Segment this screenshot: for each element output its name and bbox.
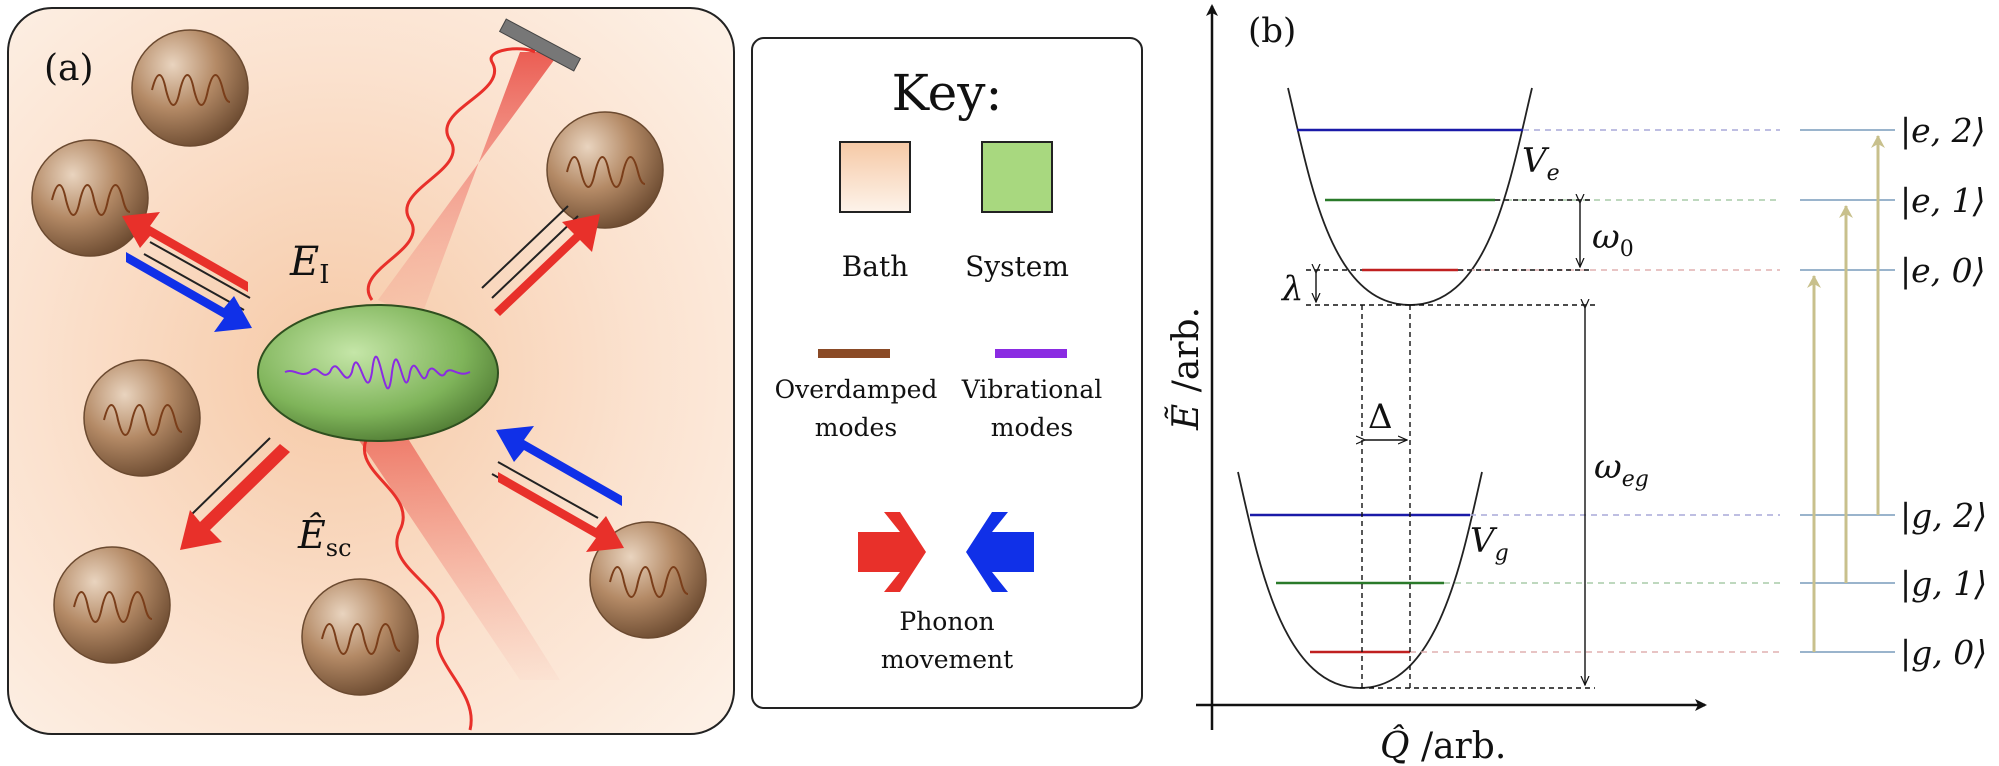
lambda-dimension [1306,270,1410,306]
scattered-field-label: Êsc [297,513,352,562]
panel-a: (a) EI Êsc [7,7,735,735]
scattered-beam [352,410,560,680]
overdamped-mode-swatch [818,349,890,358]
key-title: Key: [892,64,1003,122]
ground-potential-label: Vg [1470,521,1509,566]
photon-wave-scattered [363,429,473,731]
state-label-g1: |g, 1⟩ [1900,564,1987,603]
level-extensions [1410,129,1780,653]
lambda-label: λ [1280,269,1304,309]
bath-mode-sphere [301,578,419,696]
overdamped-label: Overdamped [775,375,938,404]
system-label: System [965,250,1069,283]
state-label-e2: |e, 2⟩ [1900,111,1986,150]
omega-eg-dimension [1360,305,1595,689]
ground-state-potential [1237,471,1483,689]
x-axis-label: Q̂ /arb. [1380,724,1506,766]
phonon-red-arrow-icon [858,512,926,592]
phonon-arrow-pair-upper-left [122,212,252,332]
phonon-label-2: movement [881,645,1013,674]
vibrational-label-2: modes [991,413,1073,442]
bath-label: Bath [842,250,909,283]
phonon-arrow-lower-left [180,437,290,550]
panel-a-label: (a) [44,48,94,89]
overdamped-label-2: modes [815,413,897,442]
vibrational-mode-swatch [995,349,1067,358]
state-label-g2: |g, 2⟩ [1900,496,1987,535]
photon-wave-incident [366,47,536,301]
excited-potential-label: Ve [1522,141,1560,186]
bath-mode-sphere [83,359,201,477]
omega-eg-label: ωeg [1594,447,1649,492]
panel-b-label: (b) [1248,11,1296,51]
phonon-blue-arrow-icon [966,512,1034,592]
state-label-e0: |e, 0⟩ [1900,251,1986,290]
delta-label: Δ [1368,397,1393,437]
y-axis-label: Ẽ /arb. [1165,307,1207,431]
key-panel: Key: Bath System Overdamped modes Vibrat… [751,37,1143,709]
omega0-label: ω0 [1592,217,1634,262]
vibrational-wavepacket [284,355,471,390]
phonon-arrow-pair-lower-right [491,426,624,552]
transition-arrows [1807,135,1885,652]
panel-b: (b) Ẽ /arb. Q̂ /arb. [1165,4,1987,766]
bath-mode-sphere [53,546,171,664]
system-ellipse [257,304,499,442]
bath-mode-sphere [31,139,149,257]
delta-dimension [1362,305,1411,688]
excited-state-potential [1287,87,1533,306]
vibrational-label: Vibrational [961,375,1103,404]
bath-swatch [839,141,911,213]
omega0-dimension [1458,200,1590,271]
system-swatch [981,141,1053,213]
incident-beam [378,52,560,320]
phonon-arrow-upper-right [481,205,600,316]
mirror [498,18,582,72]
incident-field-label: EI [289,239,329,290]
state-label-g0: |g, 0⟩ [1900,633,1987,672]
bath-mode-sphere [131,29,249,147]
phonon-label: Phonon [899,607,994,636]
state-label-e1: |e, 1⟩ [1900,181,1986,220]
